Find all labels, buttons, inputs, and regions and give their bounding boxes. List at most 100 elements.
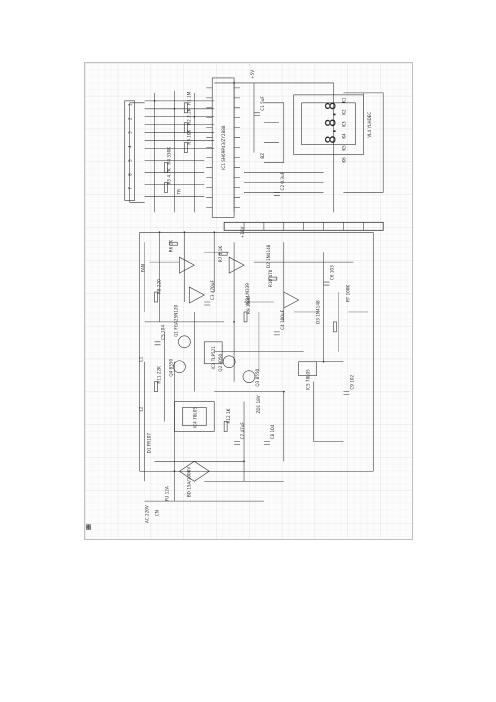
c6-label: C6 103 — [329, 265, 334, 280]
r9-label: R9 100K — [246, 296, 251, 314]
svg-text:R1 1M: R1 1M — [186, 91, 191, 105]
r4-label: R4 330K — [166, 147, 171, 165]
k3-label: K3 — [341, 121, 346, 127]
svg-text:D1 FR107: D1 FR107 — [147, 433, 152, 454]
r7-label: R7 5.1K — [218, 246, 223, 262]
svg-text:Q4 8550: Q4 8550 — [168, 358, 173, 376]
svg-text:R9 100K: R9 100K — [246, 296, 251, 314]
svg-text:C9 102: C9 102 — [349, 374, 354, 389]
resistors — [154, 102, 337, 432]
regulators — [174, 361, 317, 432]
connector-pin-4: 4 — [128, 145, 133, 148]
connector-pin-7: 7 — [128, 187, 133, 190]
r1-label: R1 1M — [186, 91, 191, 105]
svg-text:7: 7 — [128, 187, 133, 190]
ic4-label: IC4 78L05 — [192, 407, 197, 428]
svg-text:AC 220V: AC 220V — [145, 505, 150, 523]
svg-text:6: 6 — [128, 173, 133, 176]
l2-label: L2 — [139, 406, 144, 411]
r2-label: R2 2.2K — [186, 108, 191, 124]
svg-text:R8 220: R8 220 — [157, 279, 162, 294]
svg-text:Q1 FGA25N120: Q1 FGA25N120 — [173, 304, 178, 336]
fan-label: FAN — [141, 264, 146, 272]
q3-label: Q3 8550 — [255, 368, 260, 386]
c2-label: C2 0.3uF — [280, 171, 285, 190]
k4-label: K4 — [341, 133, 346, 139]
ic3-label: IC3 TLP521 — [211, 346, 216, 370]
c4-label: C4 100uF — [280, 309, 285, 329]
svg-text:IC1 SH69P43/ZY2888: IC1 SH69P43/ZY2888 — [221, 125, 226, 170]
svg-text:K1: K1 — [341, 97, 346, 103]
zd1-label: ZD1 18V — [256, 395, 261, 413]
r12-label: R12 1K — [226, 408, 231, 423]
c5-label: C5 104 — [161, 325, 166, 340]
svg-text:ZD1 18V: ZD1 18V — [256, 395, 261, 413]
svg-text:CN: CN — [155, 510, 160, 516]
svg-text:C2 0.3uF: C2 0.3uF — [280, 171, 285, 190]
svg-text:K6: K6 — [341, 157, 346, 163]
svg-text:4: 4 — [128, 145, 133, 148]
svg-text:+5V: +5V — [250, 70, 255, 79]
q1-label: Q1 FGA25N120 — [173, 304, 178, 336]
svg-text:C6 103: C6 103 — [329, 265, 334, 280]
vcc18-label: +18V — [240, 226, 245, 238]
connector-pin-3: 3 — [128, 131, 133, 134]
svg-text:R11 22K: R11 22K — [157, 366, 162, 384]
d3-label: D3 1N4148 — [316, 300, 321, 324]
k2-label: K2 — [341, 109, 346, 115]
junctions — [153, 82, 325, 473]
l1-label: L1 — [139, 356, 144, 361]
ic2-comparator — [179, 256, 300, 309]
tr-label: TR — [176, 189, 181, 196]
d1-label: D1 FR107 — [147, 433, 152, 454]
c3-label: C3 470uF — [210, 280, 215, 300]
r10-label: R10 470 — [268, 269, 273, 287]
display-module — [293, 94, 364, 155]
ic3-optocoupler — [203, 341, 223, 365]
connector-strip — [124, 100, 135, 201]
svg-text:R6 1K: R6 1K — [168, 240, 173, 253]
svg-text:TR: TR — [176, 189, 181, 196]
svg-text:C5 104: C5 104 — [161, 325, 166, 340]
svg-text:L2: L2 — [139, 406, 144, 411]
capacitors — [154, 112, 350, 445]
fu-label: FU 12A — [164, 486, 169, 501]
display-digits: 8.8.8 — [324, 102, 340, 144]
k6-label: K6 — [341, 157, 346, 163]
q4-label: Q4 8550 — [168, 358, 173, 376]
r6-label: R6 1K — [168, 240, 173, 253]
r5-label: R5 4.7K — [166, 168, 171, 184]
circuit-schematic: IC1 SH69P43/ZY2888 IC2 LM339 IC3 TLP521 … — [85, 63, 412, 539]
k5-label: K5 — [341, 145, 346, 151]
ic1-body — [206, 77, 241, 218]
svg-text:IC5 78L05: IC5 78L05 — [306, 369, 311, 390]
connector-pin-6: 6 — [128, 173, 133, 176]
svg-text:Q2 8050: Q2 8050 — [218, 354, 223, 372]
bd-label: BD 15A/1000V — [186, 467, 191, 498]
svg-text:R2 2.2K: R2 2.2K — [186, 108, 191, 124]
svg-text:K4: K4 — [341, 133, 346, 139]
connector-pin-2: 2 — [128, 117, 133, 120]
transistors — [173, 335, 256, 383]
svg-text:BZ: BZ — [260, 153, 265, 159]
svg-text:IC4 78L05: IC4 78L05 — [192, 407, 197, 428]
cn-label: CN — [155, 510, 160, 516]
q2-label: Q2 8050 — [218, 354, 223, 372]
figure-label: 图 — [86, 525, 92, 531]
bridge-rectifier — [178, 460, 210, 482]
svg-text:K2: K2 — [341, 109, 346, 115]
ic2-label: IC2 LM339 — [245, 283, 250, 305]
r8-label: R8 220 — [157, 279, 162, 294]
svg-text:C7 47uF: C7 47uF — [240, 422, 245, 440]
svg-text:D3 1N4148: D3 1N4148 — [316, 300, 321, 324]
d2-label: D2 1N4148 — [266, 244, 271, 268]
svg-text:BD 15A/1000V: BD 15A/1000V — [186, 467, 191, 498]
svg-text:D2 1N4148: D2 1N4148 — [266, 244, 271, 268]
svg-text:R4 330K: R4 330K — [166, 147, 171, 165]
c1-label: C1 5uF — [260, 96, 265, 111]
svg-text:C1 5uF: C1 5uF — [260, 96, 265, 111]
svg-text:R7 5.1K: R7 5.1K — [218, 246, 223, 262]
bz-label: BZ — [260, 153, 265, 159]
svg-text:R5 4.7K: R5 4.7K — [166, 168, 171, 184]
